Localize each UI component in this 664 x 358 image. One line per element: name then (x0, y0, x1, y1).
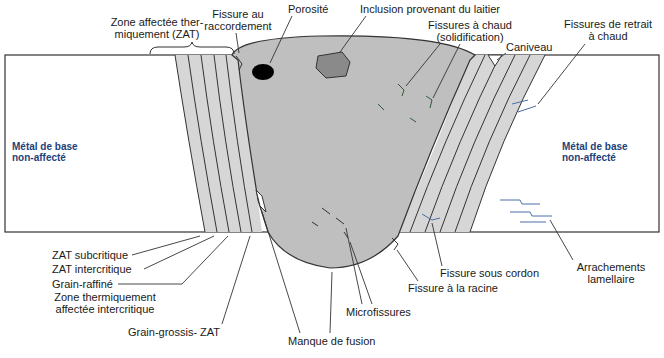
hot-cracks (378, 84, 432, 122)
defect-label: Fissure sous cordon (440, 267, 539, 279)
zone-label: Métal de base non-affecté (12, 141, 98, 163)
shrinkage-cracks (512, 100, 536, 112)
defect-label: Porosité (288, 3, 328, 15)
defect-label: Manque de fusion (288, 335, 375, 347)
porosity (252, 64, 274, 80)
haz-brace (150, 42, 234, 54)
defect-label: Fissure au raccordement (200, 8, 276, 32)
slag-inclusion (316, 52, 350, 78)
root-crack (392, 238, 398, 250)
zone-label: ZAT intercritique (52, 263, 132, 275)
defect-label: Arrachements lamellaire (566, 261, 656, 285)
underbead-crack (422, 214, 440, 220)
lack-of-fusion (256, 190, 266, 212)
defect-label: Microfissures (346, 306, 411, 318)
zone-label: Grain-raffiné (52, 278, 113, 290)
lamellar-tears (500, 200, 552, 222)
defect-label: Inclusion provenant du laitier (360, 3, 500, 15)
microcracks (312, 208, 348, 238)
zone-label: Grain-grossis- ZAT (128, 326, 220, 338)
leader-lines (118, 16, 585, 333)
zone-label: ZAT subcritique (52, 249, 128, 261)
toe-crack (236, 56, 242, 70)
defect-label: Fissures à chaud (solidification) (420, 19, 520, 43)
undercut (488, 55, 502, 66)
defect-label: Fissures de retrait à chaud (562, 18, 654, 42)
defect-label: Fissure à la racine (408, 282, 498, 294)
zone-label: Métal de base non-affecté (562, 141, 648, 163)
zone-label: Zone thermiquement affectée intercritiqu… (46, 291, 164, 315)
zone-label: Zone affectée ther- miquement (ZAT) (104, 16, 210, 40)
defect-label: Caniveau (506, 41, 552, 53)
